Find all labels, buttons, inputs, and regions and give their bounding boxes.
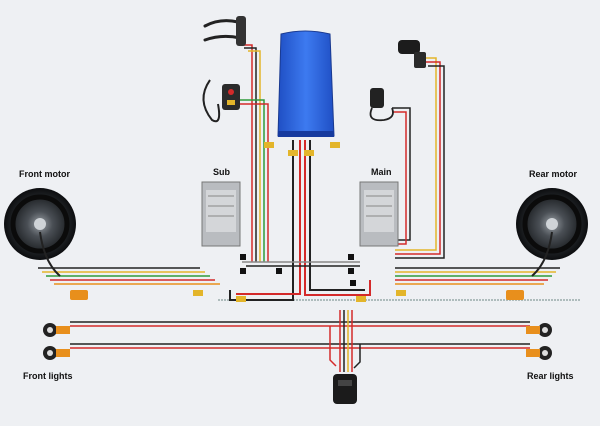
display-unit-icon: [202, 79, 240, 123]
rear-motor-icon: [506, 188, 588, 300]
battery: [264, 30, 340, 156]
main-controller-label: Main: [371, 167, 392, 177]
rear-lights-label: Rear lights: [527, 371, 574, 381]
lights-bus: [70, 299, 580, 349]
sub-controller: [201, 181, 241, 247]
main-controller: [359, 181, 399, 247]
front-motor-icon: [4, 188, 88, 300]
left-harness: [38, 267, 220, 285]
switch-box-icon: [333, 374, 357, 404]
front-motor-label: Front motor: [19, 169, 70, 179]
rear-motor-label: Rear motor: [529, 169, 578, 179]
front-lights-icon: [43, 323, 70, 360]
throttle-icon: [398, 40, 426, 68]
connectors: [193, 254, 406, 302]
brake-levers-icon: [203, 16, 246, 46]
vertical-wiring: [229, 44, 445, 372]
front-lights-label: Front lights: [23, 371, 73, 381]
rear-lights-icon: [526, 323, 552, 360]
right-harness: [395, 267, 560, 285]
key-switch-icon: [369, 88, 394, 122]
sub-controller-label: Sub: [213, 167, 230, 177]
